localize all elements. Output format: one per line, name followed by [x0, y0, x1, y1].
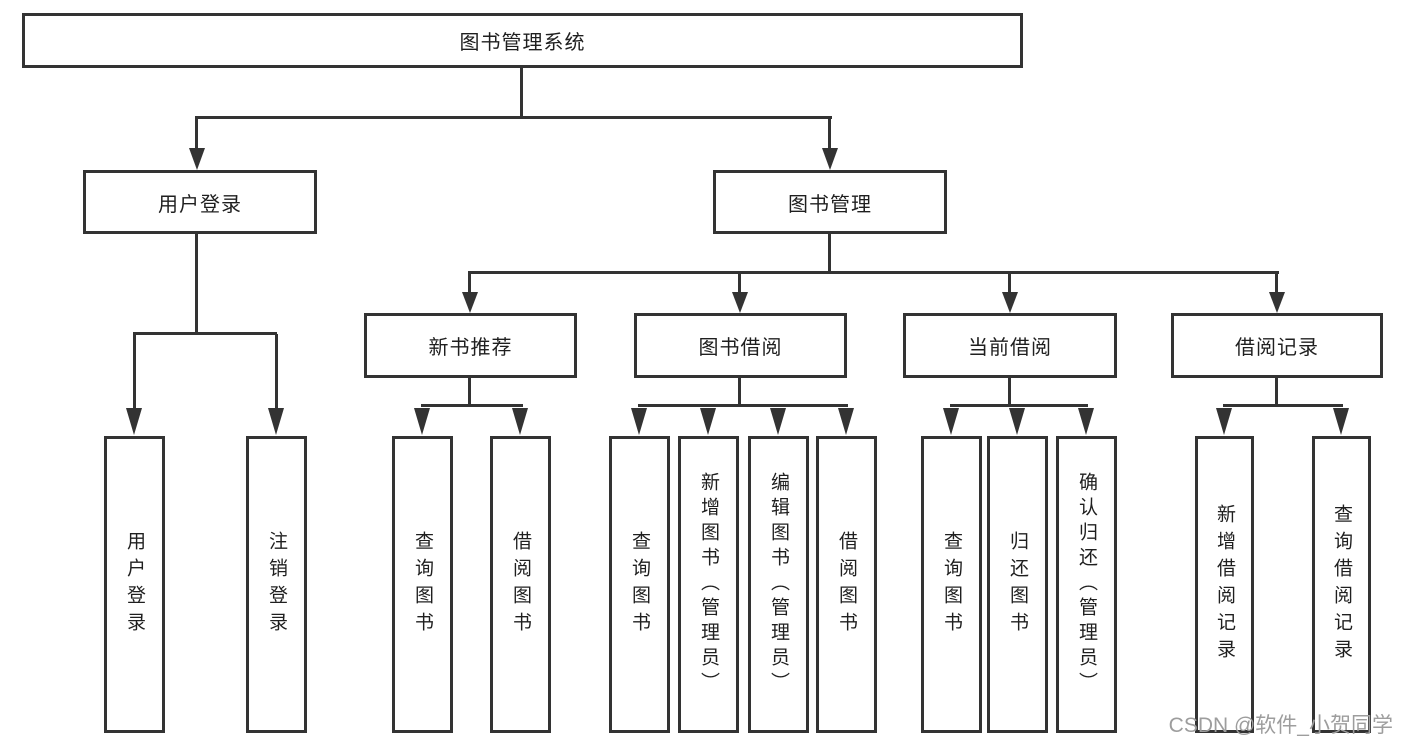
leaf-query-books-2: 查询图书 [609, 436, 670, 733]
arrow-to-leaf-query-books-3 [943, 408, 959, 435]
node-new-book-recommend: 新书推荐 [364, 313, 577, 378]
leaf-borrow-books-2-label: 借阅图书 [836, 530, 857, 639]
arrow-to-leaf-query-books-1 [414, 408, 430, 435]
node-borrowing-records: 借阅记录 [1171, 313, 1383, 378]
leaf-add-book-admin-label: 新增图书（管理员） [698, 472, 719, 697]
leaf-query-books-1: 查询图书 [392, 436, 453, 733]
arrow-to-leaf-edit-book [770, 408, 786, 435]
node-current-borrowing: 当前借阅 [903, 313, 1117, 378]
edge-to-new-book-recommend [468, 273, 471, 294]
edge-borrowing-records-rail [1223, 404, 1343, 407]
leaf-query-books-3: 查询图书 [921, 436, 982, 733]
leaf-borrow-books-1: 借阅图书 [490, 436, 551, 733]
edge-borrowing-records-trunk [1275, 378, 1278, 406]
leaf-return-books-label: 归还图书 [1007, 530, 1028, 639]
node-book-management: 图书管理 [713, 170, 947, 234]
arrow-to-current-borrowing [1002, 292, 1018, 313]
leaf-logout-label: 注销登录 [266, 530, 287, 639]
leaf-confirm-return-admin: 确认归还（管理员） [1056, 436, 1117, 733]
node-user-login: 用户登录 [83, 170, 317, 234]
edge-book-borrowing-trunk [738, 378, 741, 406]
arrow-to-leaf-query-borrow-record [1333, 408, 1349, 435]
leaf-query-borrow-record: 查询借阅记录 [1312, 436, 1371, 733]
arrow-to-leaf-return-books [1009, 408, 1025, 435]
leaf-query-books-3-label: 查询图书 [941, 530, 962, 639]
arrow-to-user-login [189, 148, 205, 170]
edge-new-book-recommend-trunk [468, 378, 471, 406]
edge-to-book-management [828, 118, 831, 150]
arrow-to-borrowing-records [1269, 292, 1285, 313]
arrow-to-leaf-borrow-books-2 [838, 408, 854, 435]
leaf-add-borrow-record: 新增借阅记录 [1195, 436, 1254, 733]
edge-current-borrowing-rail [950, 404, 1088, 407]
edge-to-current-borrowing [1008, 273, 1011, 294]
edge-book-management-rail [468, 271, 1279, 274]
arrow-to-leaf-add-borrow-record [1216, 408, 1232, 435]
edge-to-borrowing-records [1275, 273, 1278, 294]
arrow-to-leaf-user-login [126, 408, 142, 435]
arrow-to-leaf-add-book [700, 408, 716, 435]
leaf-borrow-books-2: 借阅图书 [816, 436, 877, 733]
arrow-to-leaf-borrow-books-1 [512, 408, 528, 435]
edge-to-user-login [195, 118, 198, 150]
edge-book-management-trunk [828, 234, 831, 274]
arrow-to-leaf-confirm-return [1078, 408, 1094, 435]
arrow-to-book-borrowing [732, 292, 748, 313]
leaf-logout: 注销登录 [246, 436, 307, 733]
leaf-return-books: 归还图书 [987, 436, 1048, 733]
watermark-text: CSDN @软件_小贺同学 [1168, 714, 1393, 737]
edge-user-login-trunk [195, 234, 198, 334]
edge-book-borrowing-rail [638, 404, 848, 407]
leaf-query-books-2-label: 查询图书 [629, 530, 650, 639]
edge-user-login-rail [133, 332, 277, 335]
leaf-confirm-return-admin-label: 确认归还（管理员） [1076, 472, 1097, 697]
leaf-borrow-books-1-label: 借阅图书 [510, 530, 531, 639]
arrow-to-leaf-query-books-2 [631, 408, 647, 435]
leaf-query-borrow-record-label: 查询借阅记录 [1331, 503, 1352, 666]
node-book-borrowing: 图书借阅 [634, 313, 847, 378]
leaf-user-login-label: 用户登录 [124, 530, 145, 639]
leaf-edit-book-admin-label: 编辑图书（管理员） [768, 472, 789, 697]
leaf-user-login: 用户登录 [104, 436, 165, 733]
leaf-add-book-admin: 新增图书（管理员） [678, 436, 739, 733]
edge-root-trunk [520, 68, 523, 118]
arrow-to-leaf-logout [268, 408, 284, 435]
edge-to-leaf-logout [275, 334, 278, 408]
arrow-to-book-management [822, 148, 838, 170]
edge-to-book-borrowing [738, 273, 741, 294]
leaf-query-books-1-label: 查询图书 [412, 530, 433, 639]
edge-root-rail [195, 116, 832, 119]
leaf-add-borrow-record-label: 新增借阅记录 [1214, 503, 1235, 666]
edge-new-book-recommend-rail [421, 404, 523, 407]
edge-to-leaf-user-login [133, 334, 136, 408]
edge-current-borrowing-trunk [1008, 378, 1011, 406]
leaf-edit-book-admin: 编辑图书（管理员） [748, 436, 809, 733]
node-library-management-system: 图书管理系统 [22, 13, 1023, 68]
arrow-to-new-book-recommend [462, 292, 478, 313]
